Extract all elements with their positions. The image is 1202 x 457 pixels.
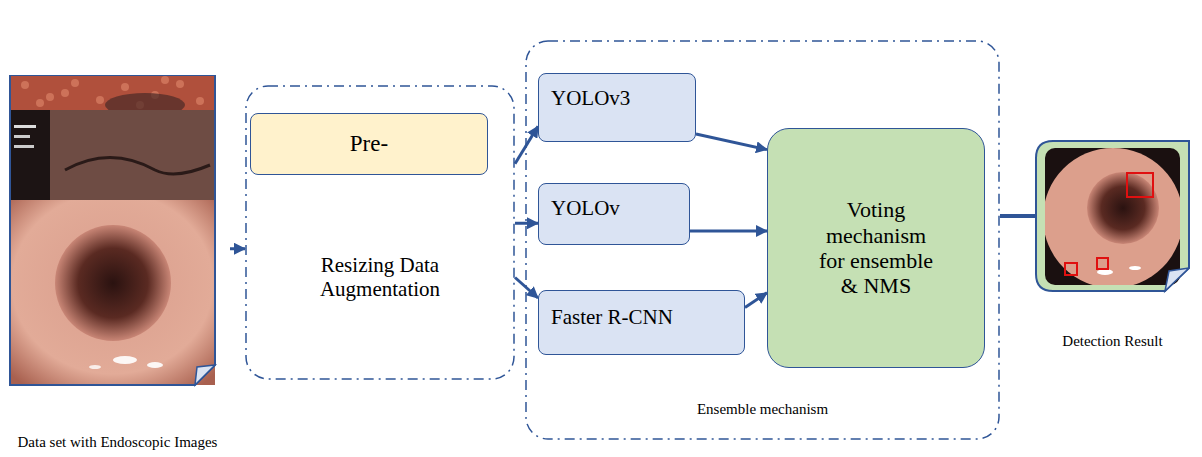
group-label: Ensemble mechanism	[697, 401, 828, 418]
figure-caption: Data set with Endoscopic Images	[18, 434, 218, 451]
connector-arrow	[690, 230, 767, 233]
group-box: Ensemble mechanism YOLOv3YOLOvFaster R-CN…	[525, 40, 1000, 440]
box-label: YOLOv3	[551, 86, 630, 110]
connector-arrow	[1000, 214, 1035, 218]
connector-arrow	[230, 247, 245, 250]
box-label: Pre-	[350, 131, 388, 157]
process-box: Pre-	[250, 113, 488, 175]
dataset-figure: Data set with Endoscopic Images	[5, 75, 230, 455]
group-box: Resizing Data Augmentation Pre-	[245, 85, 515, 380]
connector-arrow	[745, 293, 767, 308]
detection-image	[1035, 140, 1190, 352]
result-figure: Detection Result	[1035, 140, 1190, 352]
figure-caption: Detection Result	[1062, 333, 1162, 350]
model-box: Faster R-CNN	[538, 290, 745, 355]
process-box: Voting mechanism for ensemble & NMS	[767, 128, 985, 368]
connector-arrow	[515, 222, 538, 225]
connector-arrow	[696, 134, 767, 150]
group-text: Resizing Data Augmentation	[260, 253, 500, 301]
model-box: YOLOv3	[538, 73, 696, 142]
endoscopic-images	[5, 75, 230, 455]
box-label: YOLOv	[551, 196, 620, 220]
box-label: Faster R-CNN	[551, 305, 673, 329]
model-box: YOLOv	[538, 183, 690, 245]
box-label: Voting mechanism for ensemble & NMS	[811, 197, 941, 298]
